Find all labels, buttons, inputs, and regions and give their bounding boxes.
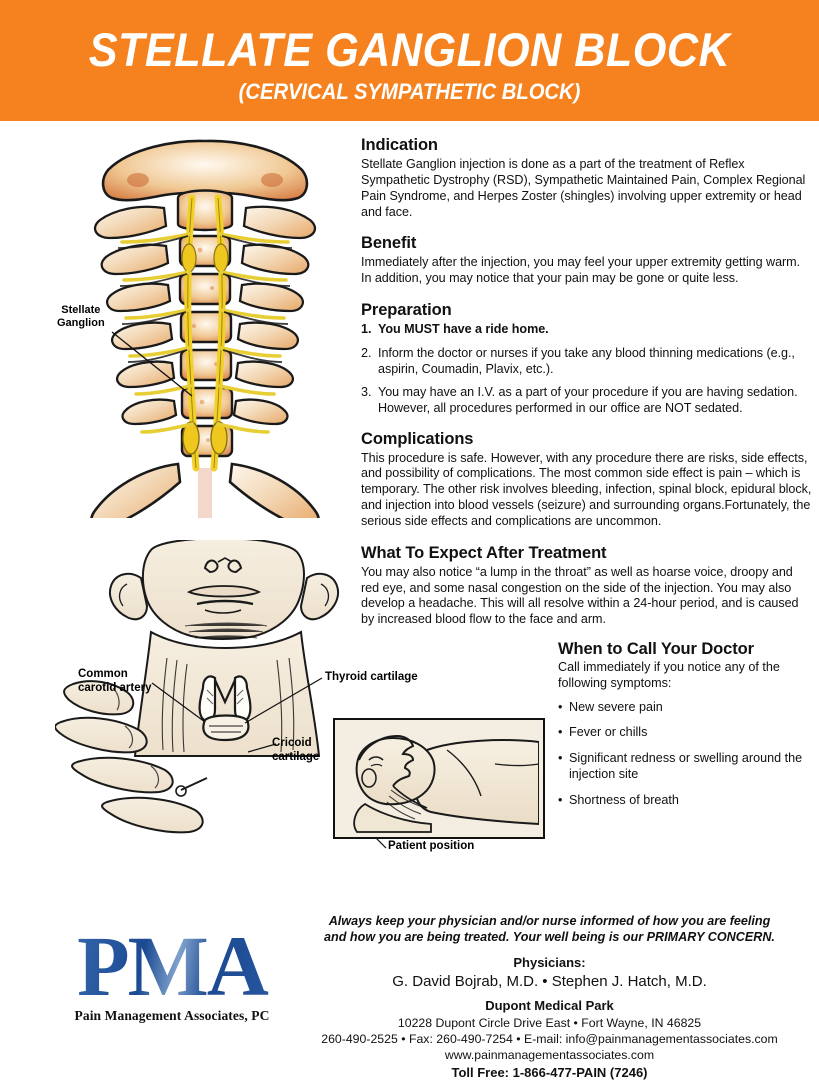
complications-body: This procedure is safe. However, with an… <box>361 450 812 528</box>
cervical-spine-drawing <box>90 139 320 530</box>
benefit-heading: Benefit <box>361 234 417 253</box>
list-number: 3. <box>361 384 372 399</box>
list-item: New severe pain <box>558 700 816 716</box>
pma-logo: PMA Pain Management Associates, PC <box>52 923 292 1024</box>
cervical-spine-illustration: Stellate Ganglion <box>57 138 350 530</box>
preparation-heading: Preparation <box>361 301 452 320</box>
complications-heading: Complications <box>361 429 474 448</box>
physicians-label: Physicians: <box>513 955 586 971</box>
list-item: Fever or chills <box>558 725 816 741</box>
list-text: Inform the doctor or nurses if you take … <box>378 346 795 376</box>
neck-drawing <box>54 537 339 834</box>
what-to-expect-heading: What To Expect After Treatment <box>361 543 607 562</box>
preparation-list: 1. You MUST have a ride home. 2. Inform … <box>361 322 813 416</box>
indication-heading: Indication <box>361 136 438 154</box>
main-content-column: Indication Stellate Ganglion injection i… <box>361 136 813 642</box>
preparation-item: 3. You may have an I.V. as a part of you… <box>361 385 813 417</box>
list-number: 1. <box>361 322 372 337</box>
patient-position-inset <box>333 718 545 839</box>
footer: PMA Pain Management Associates, PC Alway… <box>0 905 819 1080</box>
list-item: Shortness of breath <box>558 793 816 809</box>
facility-address: 10228 Dupont Circle Drive East • Fort Wa… <box>397 1015 702 1030</box>
section-benefit: Benefit Immediately after the injection,… <box>361 234 813 287</box>
patient-position-drawing <box>335 720 540 833</box>
facility-name: Dupont Medical Park <box>485 998 614 1014</box>
website-url: www.painmanagementassociates.com <box>444 1047 655 1062</box>
contact-phone-fax-email: 260-490-2525 • Fax: 260-490-7254 • E-mai… <box>321 1031 778 1046</box>
list-text: You may have an I.V. as a part of your p… <box>378 384 798 415</box>
section-what-to-expect: What To Expect After Treatment You may a… <box>361 544 813 628</box>
list-text: You MUST have a ride home. <box>378 322 549 337</box>
benefit-body: Immediately after the injection, you may… <box>361 255 801 286</box>
neck-injection-illustration <box>54 537 395 870</box>
toll-free-number: Toll Free: 1-866-477-PAIN (7246) <box>451 1064 648 1080</box>
section-complications: Complications This procedure is safe. Ho… <box>361 430 813 530</box>
section-preparation: Preparation 1. You MUST have a ride home… <box>361 301 813 416</box>
physicians-names: G. David Bojrab, M.D. • Stephen J. Hatch… <box>392 972 707 990</box>
page-subtitle: (CERVICAL SYMPATHETIC BLOCK) <box>238 79 581 104</box>
when-to-call-doctor-section: When to Call Your Doctor Call immediatel… <box>558 640 816 818</box>
symptom-list: New severe pain Fever or chills Signific… <box>558 700 816 809</box>
footer-tagline: Always keep your physician and/or nurse … <box>324 914 775 945</box>
label-thyroid-cartilage: Thyroid cartilage <box>325 671 418 683</box>
logo-wordmark: PMA <box>52 923 292 1009</box>
label-common-carotid-artery: Common carotid artery <box>78 668 152 694</box>
logo-tagline: Pain Management Associates, PC <box>74 1008 270 1024</box>
what-to-expect-body: You may also notice “a lump in the throa… <box>361 564 799 627</box>
section-indication: Indication Stellate Ganglion injection i… <box>361 136 813 220</box>
preparation-item: 1. You MUST have a ride home. <box>361 322 813 338</box>
page-title: STELLATE GANGLION BLOCK <box>88 23 731 76</box>
label-cricoid-cartilage: Cricoid cartilage <box>272 737 320 763</box>
footer-contact-block: Always keep your physician and/or nurse … <box>280 913 819 1082</box>
preparation-item: 2. Inform the doctor or nurses if you ta… <box>361 346 813 378</box>
indication-body: Stellate Ganglion injection is done as a… <box>361 157 806 219</box>
call-doctor-lead: Call immediately if you notice any of th… <box>558 660 780 690</box>
call-doctor-heading: When to Call Your Doctor <box>558 640 754 658</box>
header-banner: STELLATE GANGLION BLOCK (CERVICAL SYMPAT… <box>0 0 819 121</box>
list-number: 2. <box>361 346 372 361</box>
label-patient-position: Patient position <box>388 840 475 852</box>
label-stellate-ganglion: Stellate Ganglion <box>57 304 105 329</box>
list-item: Significant redness or swelling around t… <box>558 751 816 782</box>
